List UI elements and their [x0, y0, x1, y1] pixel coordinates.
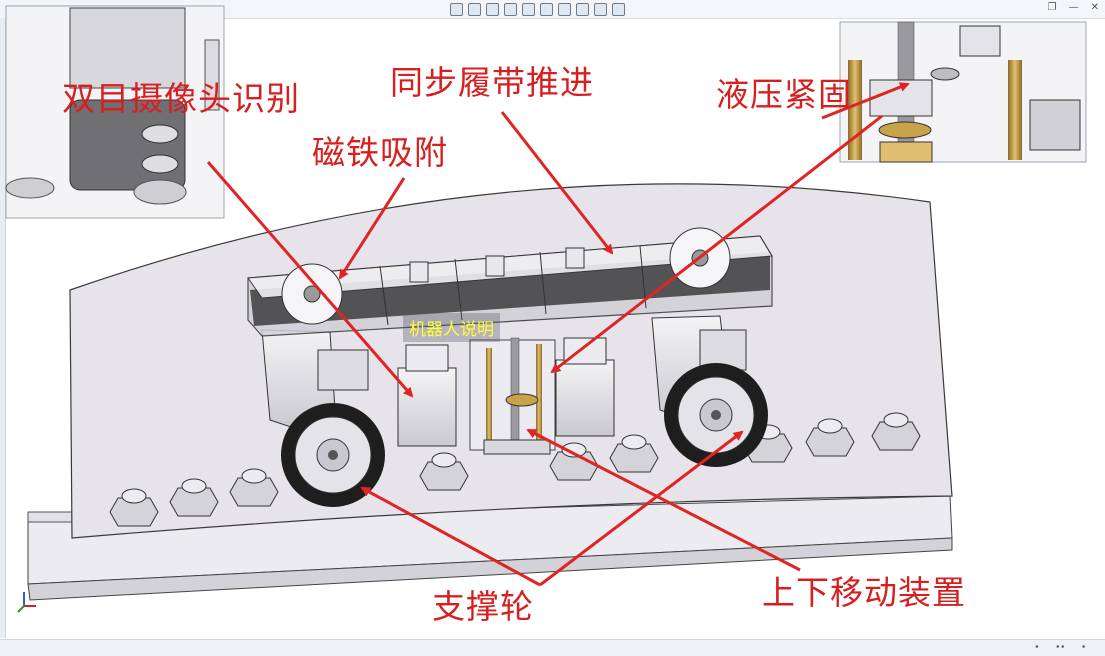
- label-lift-device: 上下移动装置: [762, 573, 966, 612]
- close-icon[interactable]: ✕: [1090, 2, 1099, 13]
- arrow-hydraulic-model: [550, 114, 883, 374]
- scene-icon[interactable]: [594, 3, 607, 16]
- arrow-lift-device: [526, 428, 801, 572]
- monitor-icon[interactable]: [612, 3, 625, 16]
- status-item-3: ▪: [1082, 642, 1085, 651]
- wheel-bracket-left: [261, 329, 369, 431]
- appearance-icon[interactable]: [576, 3, 589, 16]
- label-hydraulic: 液压紧固: [716, 75, 852, 114]
- arrow-support-wheel-left: [360, 486, 541, 587]
- arrow-hydraulic-inset: [821, 82, 910, 120]
- status-item-1: ▪: [1035, 642, 1039, 651]
- arrow-stereo-camera: [206, 161, 414, 398]
- support-wheel-right: [664, 363, 768, 467]
- hide-show-icon[interactable]: [558, 3, 571, 16]
- hydraulic-detail-inset: [839, 21, 1087, 163]
- motor-left: [397, 344, 457, 447]
- zoom-area-icon[interactable]: [468, 3, 481, 16]
- label-sync-track: 同步履带推进: [390, 63, 594, 102]
- center-label: 机器人说明: [403, 313, 500, 342]
- label-magnet: 磁铁吸附: [312, 133, 448, 172]
- arrow-sync-track: [500, 111, 614, 255]
- side-panel-strip[interactable]: [0, 18, 6, 638]
- status-text-group: ▪ ▪ ▪ ▪: [1035, 642, 1085, 651]
- pan-icon[interactable]: [486, 3, 499, 16]
- status-item-2: ▪ ▪: [1056, 642, 1065, 651]
- arrow-magnet: [338, 177, 406, 280]
- label-support-wheel: 支撑轮: [432, 587, 534, 626]
- bolt-row: [109, 412, 921, 527]
- zoom-icon[interactable]: [450, 3, 463, 16]
- window-controls: ❐ — ✕: [1048, 2, 1099, 13]
- motor-right: [555, 337, 615, 437]
- view-toolbar-icons: [450, 3, 625, 16]
- minimize-icon[interactable]: —: [1068, 2, 1079, 13]
- axis-triad-icon: [17, 592, 36, 613]
- label-stereo-camera: 双目摄像头识别: [62, 79, 300, 118]
- arrow-support-wheel-right: [539, 430, 744, 587]
- cad-toolbar: ❐ — ✕: [0, 0, 1105, 19]
- track-housing: [247, 227, 773, 337]
- lift-mechanism: [469, 337, 556, 455]
- section-view-icon[interactable]: [504, 3, 517, 16]
- view-orientation-icon[interactable]: [522, 3, 535, 16]
- annotation-arrows: [206, 82, 910, 587]
- restore-icon[interactable]: ❐: [1047, 2, 1057, 13]
- display-style-icon[interactable]: [540, 3, 553, 16]
- status-bar: ▪ ▪ ▪ ▪: [0, 639, 1105, 656]
- support-wheel-left: [281, 403, 385, 507]
- camera-detail-inset: [5, 5, 225, 219]
